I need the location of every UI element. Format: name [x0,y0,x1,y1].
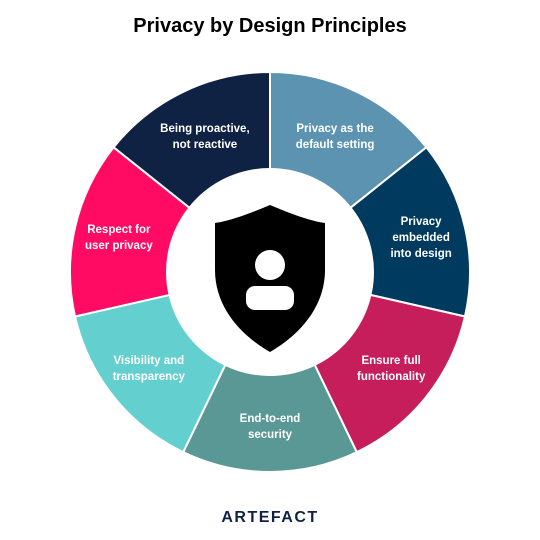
page-title: Privacy by Design Principles [133,15,407,37]
brand-logo: ARTEFACT [221,509,319,526]
segment-label: Being proactive, not reactive [160,122,250,151]
segment-label: Privacy as the default setting [295,122,375,151]
segment-label: End-to-end security [239,413,301,441]
segment-label: Respect for user privacy [84,223,153,252]
segment-label: Visibility and transparency [112,354,185,383]
shield-user-icon [215,205,325,352]
segment-label: Privacy embedded into design [390,215,452,260]
segment-label: Ensure full functionality [356,354,426,383]
